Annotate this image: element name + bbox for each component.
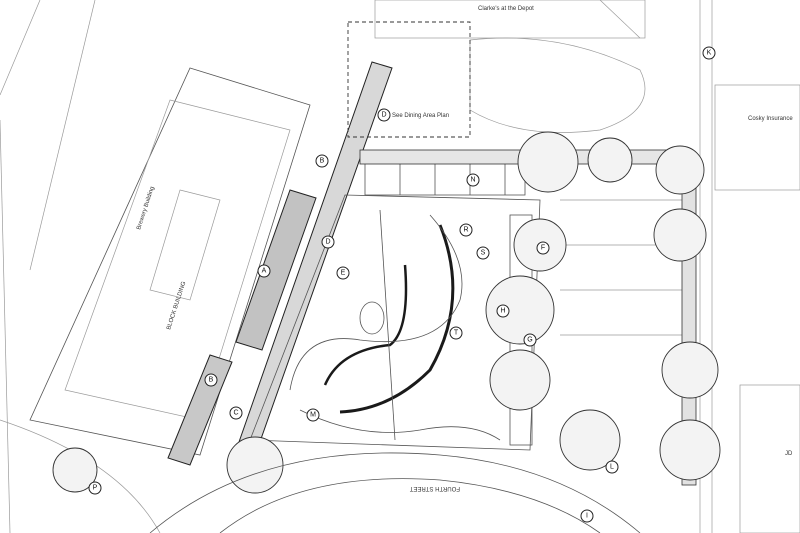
tag-r: R [459,223,473,237]
svg-text:R: R [463,227,468,234]
plaza [249,194,541,451]
tag-n: N [466,173,480,187]
tag-b-bottom: B [204,373,218,387]
svg-text:A: A [262,268,267,275]
plan-tags: K D B N R D E S F A H T G B C M L P I [88,46,716,523]
svg-text:I: I [586,513,588,520]
svg-text:D: D [325,239,330,246]
tag-i: I [580,509,594,523]
svg-text:D: D [381,112,386,119]
label-depot: Clarke's at the Depot [478,6,534,12]
svg-text:K: K [707,50,712,57]
svg-text:H: H [500,308,505,315]
label-block-building: BLOCK BUILDING [166,281,187,331]
tag-e: E [336,266,350,280]
tag-s: S [476,246,490,260]
tag-b-top: B [315,154,329,168]
tag-d-top: D [377,108,391,122]
tag-a: A [257,264,271,278]
street [149,452,641,533]
label-jd: JD [785,451,793,457]
tag-m: M [306,408,320,422]
svg-text:L: L [610,464,614,471]
tag-f: F [536,241,550,255]
svg-text:T: T [454,330,459,337]
svg-text:F: F [541,245,545,252]
tag-h: H [496,304,510,318]
svg-text:P: P [93,485,98,492]
svg-text:N: N [470,177,475,184]
svg-text:M: M [310,412,316,419]
svg-text:B: B [209,377,214,384]
trees [52,131,721,494]
tag-t: T [449,326,463,340]
tag-g: G [523,333,537,347]
label-brewery: Brewery Building [136,186,156,231]
svg-text:S: S [481,250,486,257]
svg-text:B: B [320,158,325,165]
label-dining-plan: See Dining Area Plan [392,113,449,119]
label-street: FOURTH STREET [409,485,460,491]
label-insurance: Cosky Insurance [748,116,793,122]
tag-d-mid: D [321,235,335,249]
tag-k: K [702,46,716,60]
svg-text:G: G [527,337,532,344]
tag-l: L [605,460,619,474]
svg-text:E: E [341,270,346,277]
tag-c: C [229,406,243,420]
dining-area-box [347,21,471,138]
svg-text:C: C [233,410,238,417]
tag-p: P [88,481,102,495]
